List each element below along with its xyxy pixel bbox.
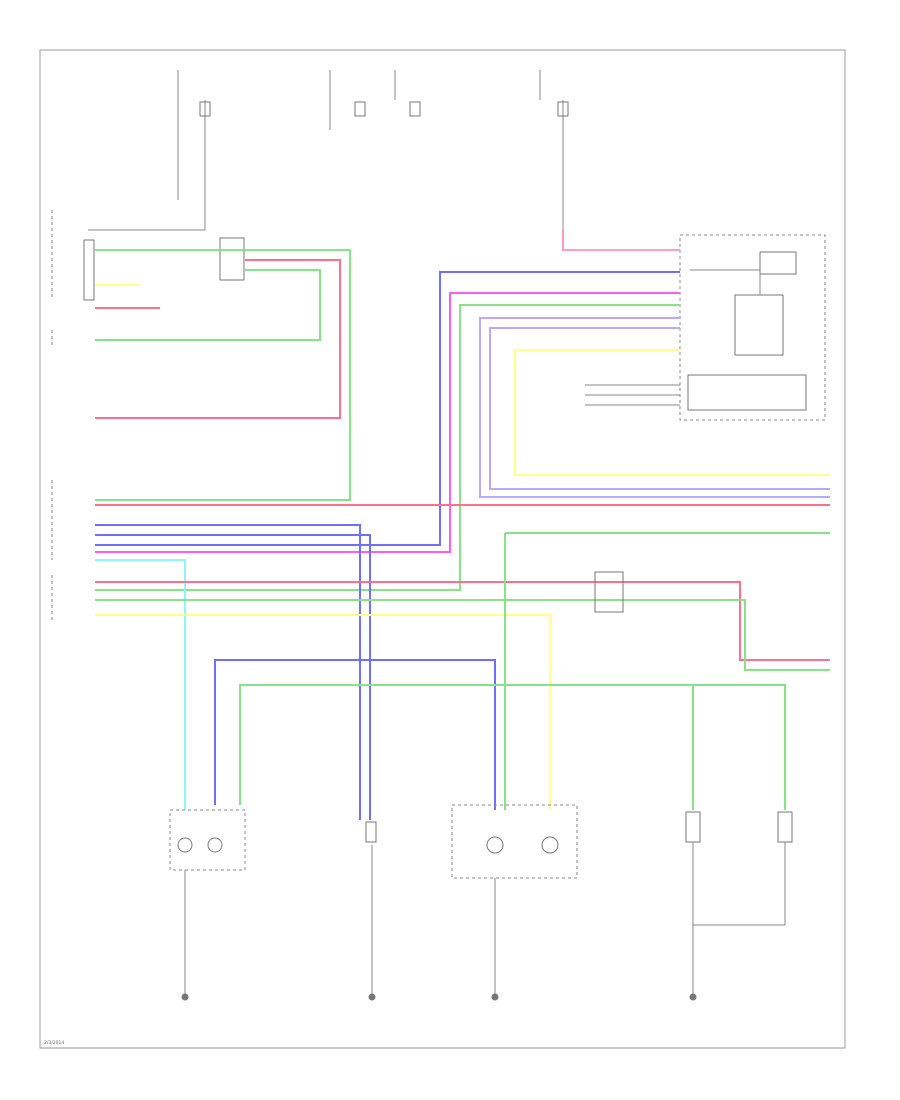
ground-terminal-icon	[491, 993, 499, 1001]
fuse-icon	[409, 101, 421, 117]
upper-left-wires	[95, 249, 351, 501]
relay-box	[219, 237, 245, 281]
bulb-icon	[541, 836, 559, 854]
ground-terminal-icon	[368, 993, 376, 1001]
ground-terminal-icon	[181, 993, 189, 1001]
ground-terminal-icon	[689, 993, 697, 1001]
switch-contact-icon	[685, 811, 701, 843]
bulb-icon	[177, 837, 193, 853]
main-bus-wires	[95, 504, 830, 820]
switch-contact-icon	[777, 811, 793, 843]
power-feeds	[88, 70, 569, 231]
relay-box	[759, 251, 797, 275]
bulb-icon	[486, 836, 504, 854]
bottom-components	[169, 804, 793, 879]
meter-input-wires	[95, 230, 830, 591]
meter-module	[687, 374, 807, 411]
junction-block	[594, 571, 624, 613]
meter-indicator	[734, 294, 784, 356]
switch-contact-icon	[365, 821, 377, 843]
combination-meter-assembly	[679, 234, 826, 421]
left-switch-block	[51, 210, 245, 620]
footer-code: 2/3/2014	[44, 1040, 64, 1046]
diagram-frame	[39, 49, 846, 1049]
fuse-icon	[354, 101, 366, 117]
fuse-icon	[557, 101, 569, 117]
bulb-icon	[207, 837, 223, 853]
ground-wires	[184, 842, 786, 995]
fuse-icon	[199, 101, 211, 117]
switch-contact-icon	[83, 239, 95, 301]
